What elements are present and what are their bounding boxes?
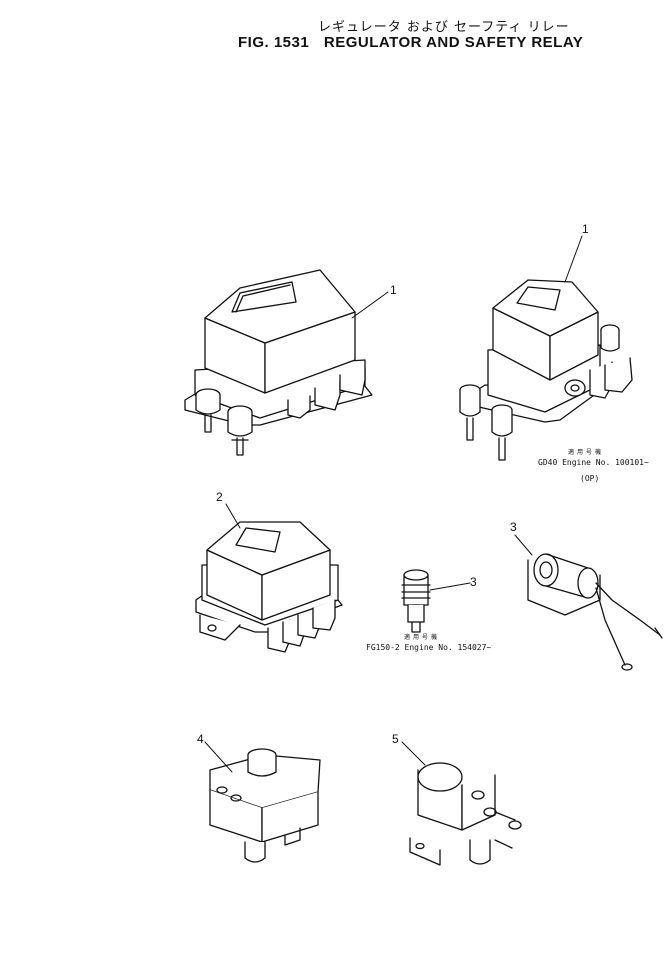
applicability-note-gd40: 適用号機 GD40 Engine No. 100101~ (OP)	[538, 448, 649, 484]
note-fg150-model: FG150-2	[366, 643, 400, 652]
leader-3-right	[514, 534, 533, 556]
note-gd40-jp: 適用号機	[568, 449, 605, 456]
relay-4	[209, 748, 321, 863]
callout-3-small: 3	[470, 575, 477, 589]
note-fg150-engine: Engine No. 154027~	[404, 643, 492, 652]
figure-title-japanese: レギュレータ および セーフティ リレー	[318, 20, 570, 35]
leader-1-right	[564, 235, 583, 283]
note-gd40-extra: (OP)	[580, 474, 600, 483]
safety-relay-solenoid	[527, 553, 663, 671]
regulator-2	[195, 521, 343, 653]
figure-number: FIG. 1531	[238, 34, 310, 51]
callout-5: 5	[392, 732, 399, 746]
leader-4	[204, 741, 233, 773]
note-fg150-jp: 適用号機	[404, 634, 441, 641]
figure-title-english: REGULATOR AND SAFETY RELAY	[323, 34, 584, 51]
relay-5	[409, 762, 522, 866]
callout-1-left: 1	[390, 283, 397, 297]
safety-relay-small	[401, 569, 431, 633]
callout-1-right: 1	[582, 222, 589, 236]
leader-1-left	[351, 291, 389, 319]
leader-3-small	[429, 582, 471, 591]
note-gd40-engine: Engine No. 100101~	[562, 458, 649, 467]
callout-4: 4	[197, 732, 204, 746]
leader-2	[225, 503, 241, 529]
figure-title: FIG. 1531 REGULATOR AND SAFETY RELAY	[238, 34, 583, 51]
regulator-right	[459, 279, 633, 461]
leader-5	[401, 741, 426, 766]
note-gd40-model: GD40	[538, 458, 558, 467]
callout-2: 2	[216, 490, 223, 504]
applicability-note-fg150: 適用号機 FG150-2 Engine No. 154027~	[366, 633, 491, 653]
callout-3-right: 3	[510, 520, 517, 534]
regulator-left	[184, 269, 373, 456]
